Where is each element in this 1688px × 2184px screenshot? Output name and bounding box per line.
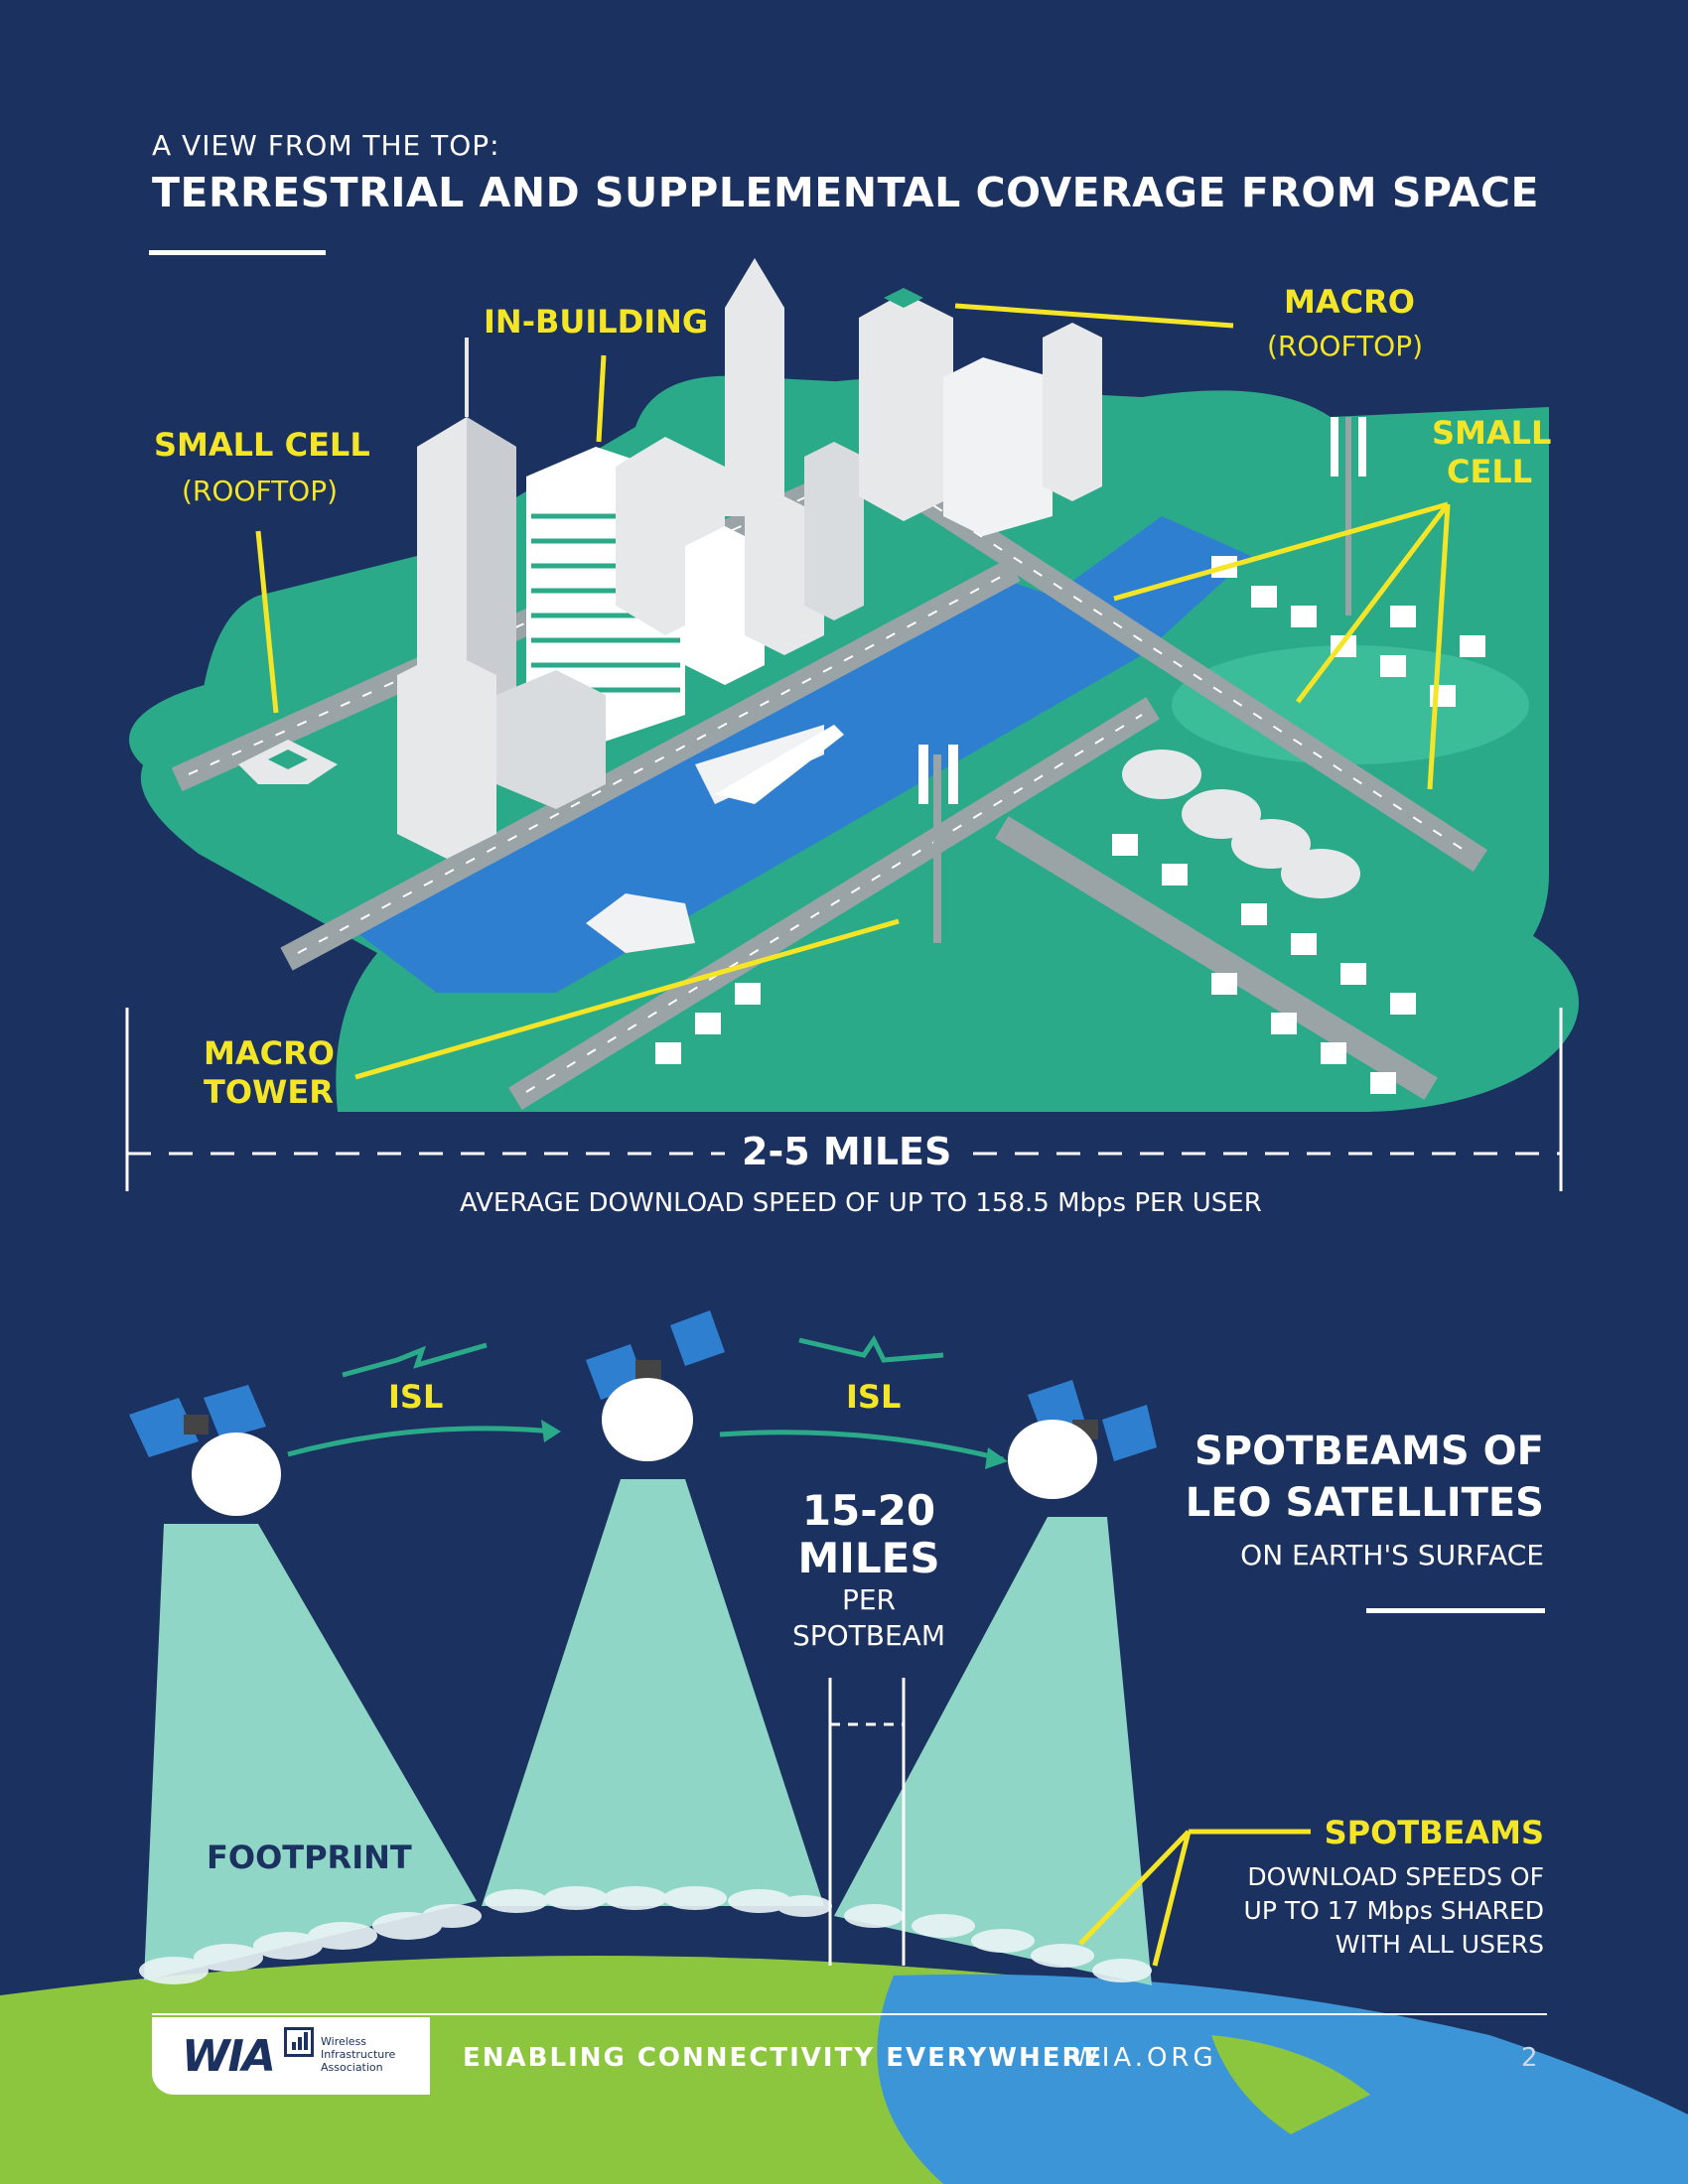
wia-logo[interactable]: WIA Wireless Infrastructure Association <box>152 2017 430 2095</box>
footer-tagline: ENABLING CONNECTIVITY EVERYWHERE <box>463 2043 1104 2073</box>
spotbeams-description-line-1: DOWNLOAD SPEEDS OF <box>1247 1862 1544 1891</box>
hangars <box>1122 750 1360 898</box>
label-small-cell-left: SMALL CELL <box>154 426 370 464</box>
spotbeam-distance-unit: MILES <box>797 1534 940 1582</box>
label-in-building: IN-BUILDING <box>484 303 709 341</box>
spotbeams-label: SPOTBEAMS <box>1324 1814 1544 1851</box>
spotbeams-description-line-2: UP TO 17 Mbps SHARED <box>1243 1896 1544 1925</box>
callout-lines <box>255 303 1451 1080</box>
spotbeam-distance-spotbeam: SPOTBEAM <box>791 1619 945 1652</box>
spotbeam-distance-per: PER <box>841 1583 897 1616</box>
footer-url-link[interactable]: WIA.ORG <box>1072 2043 1217 2073</box>
satellite-right <box>1008 1380 1157 1499</box>
terrestrial-speed-note: AVERAGE DOWNLOAD SPEED OF UP TO 158.5 Mb… <box>460 1188 1262 1218</box>
space-title-line-2: LEO SATELLITES <box>1185 1480 1544 1526</box>
space-title-line-1: SPOTBEAMS OF <box>1194 1429 1544 1474</box>
page-title: TERRESTRIAL AND SUPPLEMENTAL COVERAGE FR… <box>152 169 1539 216</box>
beam-middle <box>482 1479 824 1906</box>
macro-tower <box>918 745 958 943</box>
space-title: SPOTBEAMS OF LEO SATELLITES <box>1186 1426 1544 1529</box>
label-small-cell-right-2: CELL <box>1447 453 1533 490</box>
wia-logo-text: WIA <box>182 2031 276 2082</box>
isl-label-left: ISL <box>388 1378 444 1416</box>
city-illustration <box>129 258 1579 1112</box>
beam-left <box>144 1524 477 1980</box>
footprint-label: FOOTPRINT <box>207 1839 412 1876</box>
ship <box>715 725 844 804</box>
spotbeam-distance-value: 15-20 <box>801 1486 936 1535</box>
spotbeams-callout-line <box>1078 1829 1311 1967</box>
space-title-underline <box>1366 1608 1545 1613</box>
buildings <box>238 258 1102 953</box>
label-macro: MACRO <box>1284 283 1415 321</box>
small-cell-tower <box>1331 417 1366 615</box>
label-macro-tower-2: TOWER <box>204 1073 334 1111</box>
houses <box>655 556 1485 1094</box>
wia-logo-word-3: Association <box>321 2061 383 2074</box>
isl-label-right: ISL <box>846 1378 902 1416</box>
wia-logo-icon <box>284 2027 314 2057</box>
isl-arrows <box>287 1335 1004 1462</box>
wia-logo-word-1: Wireless <box>321 2035 367 2048</box>
label-macro-sub: (ROOFTOP) <box>1267 330 1424 362</box>
distance-bar <box>125 1008 1563 1191</box>
satellite-middle <box>586 1310 725 1461</box>
footer-rule <box>152 2013 1547 2015</box>
spotbeams-description: DOWNLOAD SPEEDS OF UP TO 17 Mbps SHARED … <box>1244 1860 1544 1962</box>
space-subtitle: ON EARTH'S SURFACE <box>1240 1539 1544 1571</box>
beam-right <box>834 1517 1152 1985</box>
title-underline <box>149 250 326 255</box>
spotbeams-description-line-3: WITH ALL USERS <box>1335 1930 1544 1959</box>
label-small-cell-right-1: SMALL <box>1432 414 1552 452</box>
satellite-left <box>129 1385 281 1516</box>
wia-logo-word-2: Infrastructure <box>321 2048 396 2061</box>
label-macro-tower-1: MACRO <box>204 1034 335 1072</box>
wia-logo-words: Wireless Infrastructure Association <box>321 2035 395 2074</box>
space-illustration <box>0 1310 1688 2184</box>
kicker: A VIEW FROM THE TOP: <box>152 129 500 162</box>
page-number: 2 <box>1521 2043 1538 2073</box>
label-small-cell-left-sub: (ROOFTOP) <box>182 475 339 507</box>
terrestrial-distance: 2-5 MILES <box>742 1130 952 1173</box>
spotbeam-distance: 15-20 MILES PER SPOTBEAM <box>760 1487 978 1654</box>
spotbeam-width-marker <box>828 1678 906 1966</box>
